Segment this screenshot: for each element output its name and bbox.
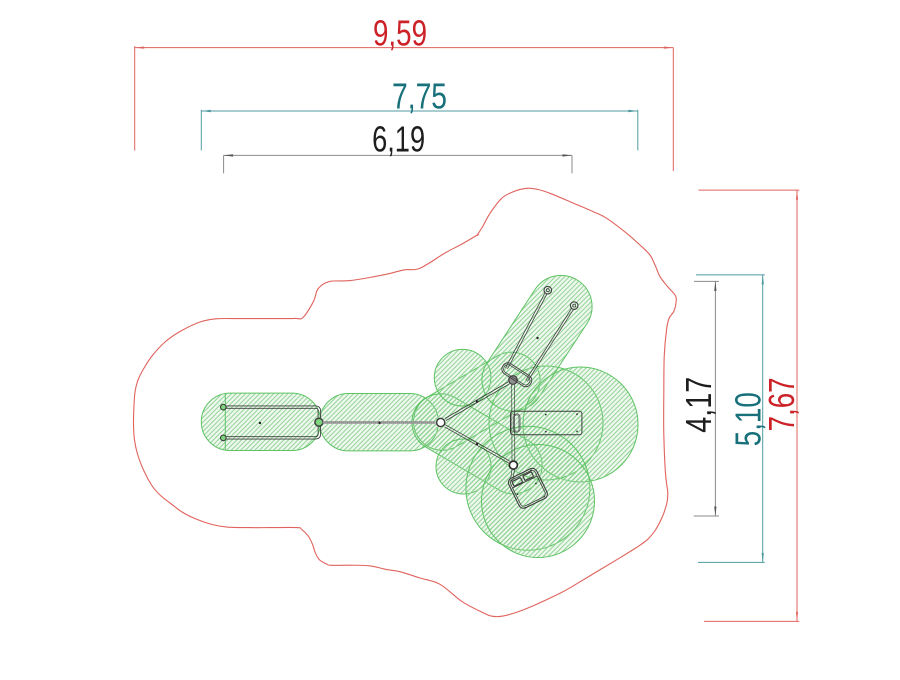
- svg-text:7,67: 7,67: [761, 377, 802, 431]
- svg-text:7,75: 7,75: [392, 76, 447, 117]
- svg-text:9,59: 9,59: [373, 12, 427, 53]
- svg-text:6,19: 6,19: [372, 119, 425, 160]
- svg-text:4,17: 4,17: [678, 377, 719, 433]
